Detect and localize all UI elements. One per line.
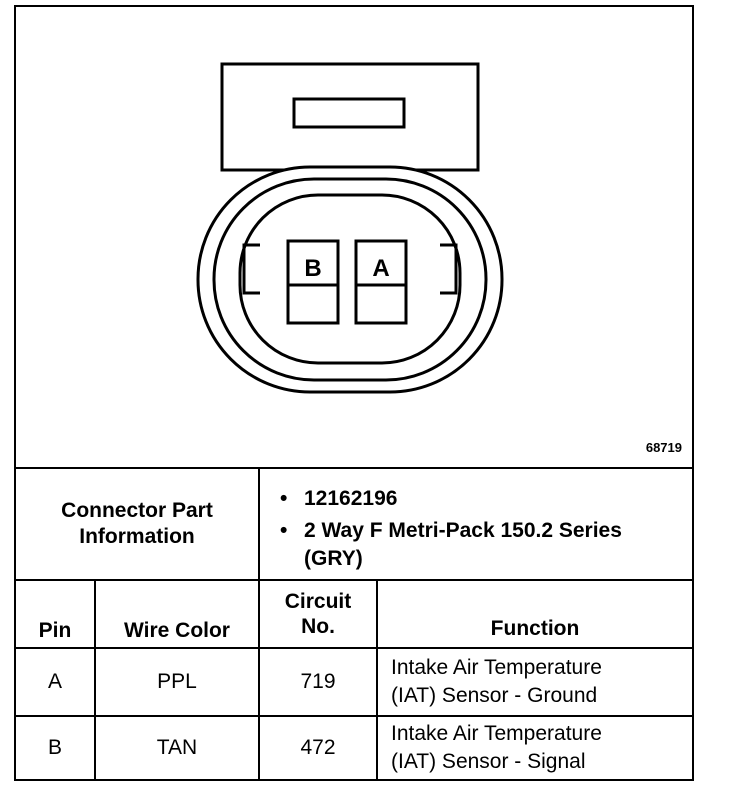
header-function: Function	[490, 617, 580, 640]
row-a-wire-color: PPL	[157, 670, 197, 693]
connector-housing-icon: B A	[196, 62, 504, 394]
row-a-function: Intake Air Temperature (IAT) Sensor - Gr…	[378, 649, 692, 715]
cavity-label-a: A	[372, 255, 389, 282]
row-b-pin: B	[47, 736, 62, 759]
part-number: 12162196	[280, 485, 692, 513]
column-divider-circuit	[376, 581, 378, 779]
part-info-bottom-rule	[16, 579, 692, 581]
header-circuit-no: Circuit No.	[260, 581, 376, 647]
connector-page-frame: B A 68719 Connector Part Information 121…	[14, 5, 694, 781]
row-a-pin: A	[47, 670, 62, 693]
connector-part-label-line1: Connector Part	[61, 499, 213, 522]
connector-series: 2 Way F Metri-Pack 150.2 Series (GRY)	[280, 517, 624, 573]
connector-part-info: 12162196 2 Way F Metri-Pack 150.2 Series…	[260, 469, 692, 579]
cavity-label-b: B	[304, 255, 321, 282]
row-b-function: Intake Air Temperature (IAT) Sensor - Si…	[378, 717, 692, 779]
row-b-wire-color: TAN	[156, 736, 198, 759]
row-a-circuit: 719	[300, 670, 336, 693]
header-pin: Pin	[38, 619, 72, 642]
column-divider-wire-color	[258, 581, 260, 779]
connector-part-label-line2: Information	[79, 525, 195, 548]
row-a-function-line2: (IAT) Sensor - Ground	[391, 684, 598, 707]
row-b-circuit: 472	[300, 736, 336, 759]
row-a-function-line1: Intake Air Temperature	[391, 656, 602, 679]
connector-part-label: Connector Part Information	[16, 469, 258, 579]
header-circuit-line2: No.	[301, 615, 335, 638]
header-bottom-rule	[16, 647, 692, 649]
row-a-bottom-rule	[16, 715, 692, 717]
diagram-divider	[16, 467, 692, 469]
part-info-divider	[258, 469, 260, 579]
header-wire-color: Wire Color	[124, 619, 230, 642]
figure-id: 68719	[645, 440, 682, 455]
row-b-function-line1: Intake Air Temperature	[391, 722, 602, 745]
column-divider-pin	[94, 581, 96, 779]
header-circuit-line1: Circuit	[284, 590, 352, 613]
row-b-function-line2: (IAT) Sensor - Signal	[391, 750, 586, 773]
connector-diagram: B A 68719	[16, 7, 692, 467]
